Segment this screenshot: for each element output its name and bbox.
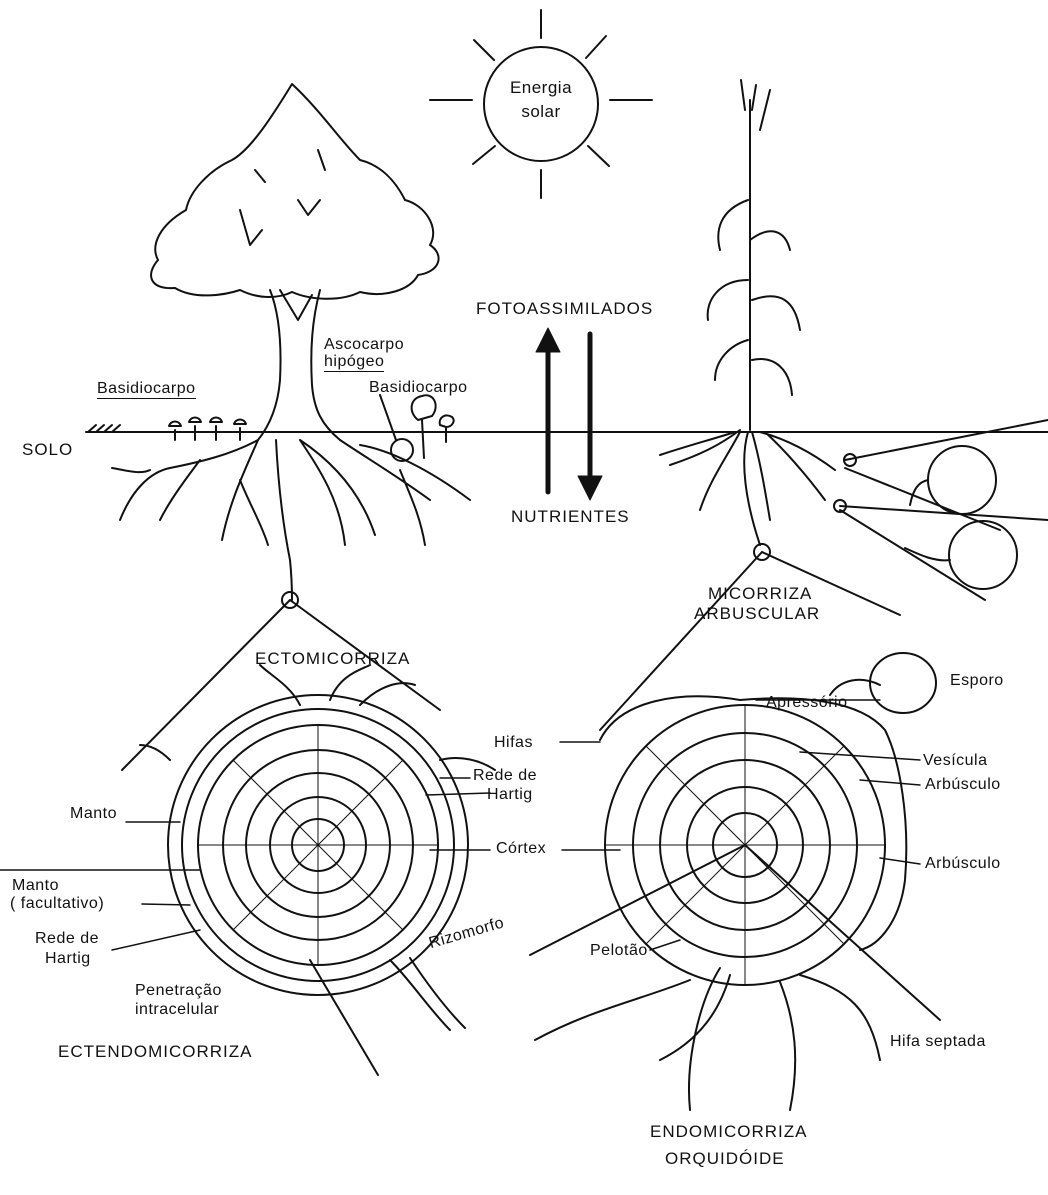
arbusculo-label-1: Arbúsculo (925, 776, 1001, 794)
leader-lines (0, 700, 920, 950)
sun-label-line2: solar (490, 100, 592, 124)
hifas-label: Hifas (494, 734, 533, 752)
fotoassimilados-label: FOTOASSIMILADOS (476, 300, 653, 318)
orquidoide-label: ORQUIDÓIDE (665, 1150, 785, 1168)
rede-hartig-label-line2: Hartig (487, 786, 533, 804)
manto-facultativo-line2: ( facultativo) (10, 895, 104, 913)
cortex-label: Córtex (496, 840, 546, 858)
corn-drawing (660, 80, 835, 545)
soil-label: SOLO (22, 441, 73, 459)
rede-hartig-left-line2: Hartig (45, 950, 91, 968)
apressorio-label: Apressório (766, 694, 847, 712)
ectomicorriza-title: ECTOMICORRIZA (255, 650, 410, 668)
basidiocarp-right-label: Basidiocarpo (369, 379, 468, 397)
basidiocarp-left-label: Basidiocarpo (97, 380, 196, 399)
rede-hartig-left-line1: Rede de (35, 930, 99, 948)
esporo-label: Esporo (950, 672, 1004, 690)
vesicula-label: Vesícula (923, 752, 987, 770)
micorriza-arbuscular-line2: ARBUSCULAR (694, 605, 820, 623)
soil-line (86, 425, 1048, 432)
ascocarp-label-line2: hipógeo (324, 353, 384, 372)
manto-facultativo-line1: Manto (12, 877, 59, 895)
ascocarp-label-line1: Ascocarpo (324, 336, 404, 354)
endomicorriza-label: ENDOMICORRIZA (650, 1123, 808, 1141)
am-spores (834, 420, 1048, 600)
tree-fungi (169, 395, 454, 461)
tree-drawing (112, 84, 470, 600)
flow-arrows (536, 328, 602, 500)
ectendomicorriza-label: ECTENDOMICORRIZA (58, 1043, 253, 1061)
arbusculo-label-2: Arbúsculo (925, 855, 1001, 873)
penetracao-label-line2: intracelular (135, 1001, 219, 1019)
penetracao-label-line1: Penetração (135, 982, 222, 1000)
hifa-septada-label: Hifa septada (890, 1033, 986, 1051)
micorriza-arbuscular-line1: MICORRIZA (708, 585, 812, 603)
sun-label: Energia solar (490, 76, 592, 124)
nutrientes-label: NUTRIENTES (511, 508, 630, 526)
rede-hartig-label-line1: Rede de (473, 767, 537, 785)
endo-section (530, 653, 940, 1110)
sun-label-line1: Energia (490, 76, 592, 100)
manto-label: Manto (70, 805, 117, 823)
pelotao-label: Pelotão (590, 942, 648, 960)
